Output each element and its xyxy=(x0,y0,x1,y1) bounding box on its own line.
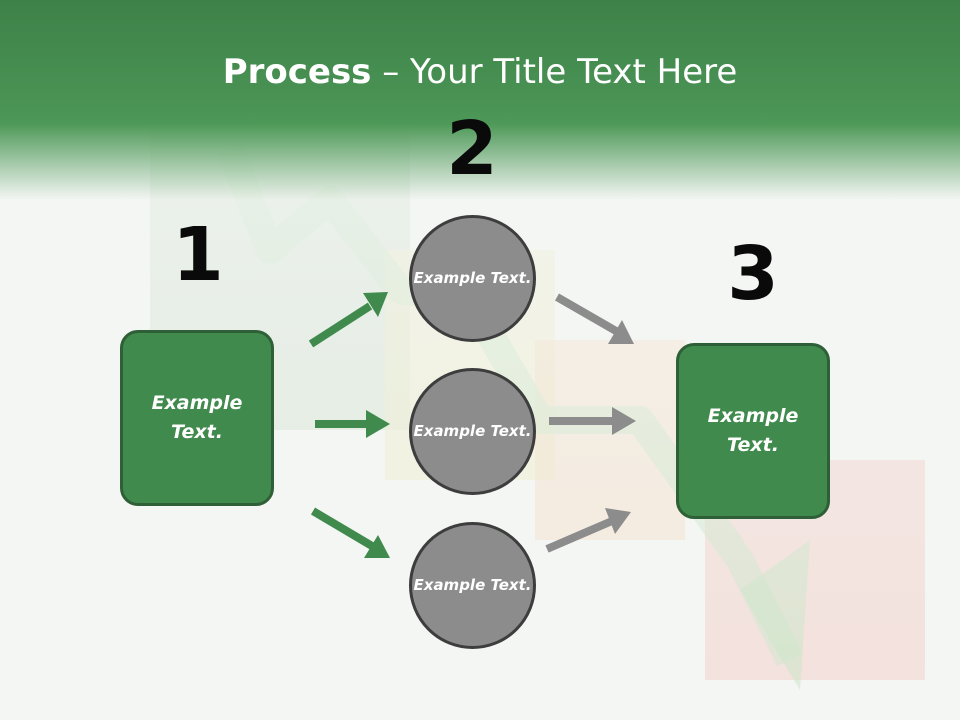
green-arrow-down xyxy=(310,507,390,558)
gray-arrow-right xyxy=(549,407,636,435)
title-bold: Process xyxy=(222,52,372,92)
green-arrow-right xyxy=(315,410,390,438)
circle-step-middle-text: Example Text. xyxy=(413,422,532,440)
circle-step-middle[interactable]: Example Text. xyxy=(409,368,536,495)
title-rest: – Your Title Text Here xyxy=(371,52,738,92)
left-step-box-text: Example Text. xyxy=(151,392,243,443)
circle-step-top-text: Example Text. xyxy=(413,269,532,287)
gray-arrow-down xyxy=(555,293,634,344)
step-number-1: 1 xyxy=(172,212,224,298)
step-number-3: 3 xyxy=(727,231,779,317)
header-band xyxy=(0,0,960,200)
right-step-box[interactable]: Example Text. xyxy=(676,343,830,519)
circle-step-top[interactable]: Example Text. xyxy=(409,215,536,342)
step-number-2: 2 xyxy=(446,106,498,192)
gray-arrow-up xyxy=(545,508,631,553)
circle-step-bottom-text: Example Text. xyxy=(413,576,532,594)
left-step-box[interactable]: Example Text. xyxy=(120,330,274,506)
right-step-box-text: Example Text. xyxy=(707,405,799,456)
slide-title: Process – Your Title Text Here xyxy=(0,52,960,92)
circle-step-bottom[interactable]: Example Text. xyxy=(409,522,536,649)
green-arrow-up xyxy=(308,292,388,348)
